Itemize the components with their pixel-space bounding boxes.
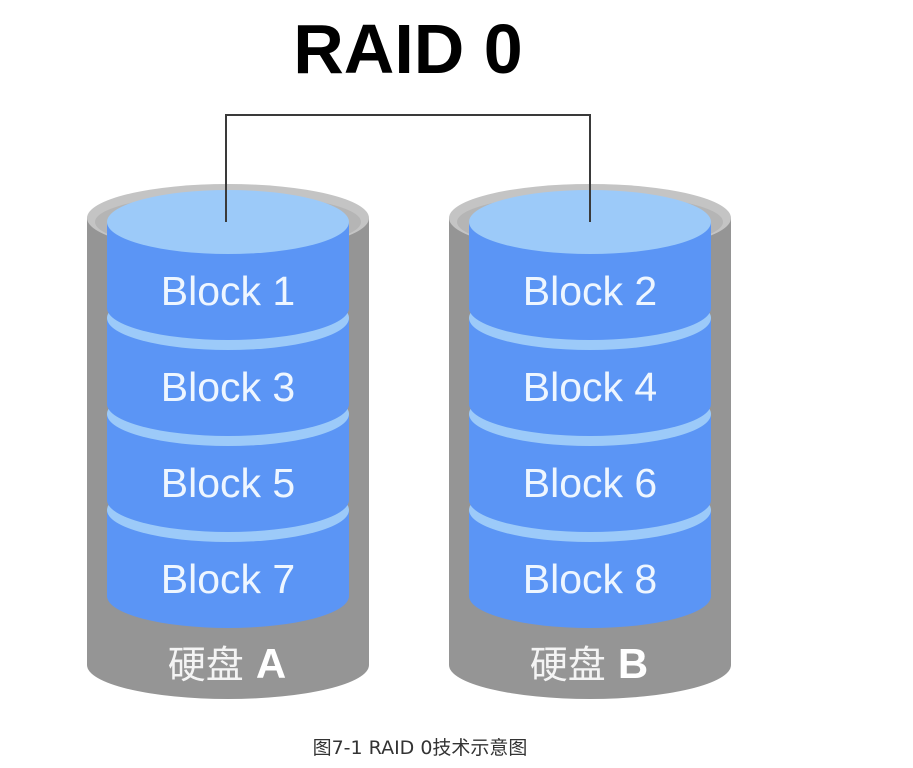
striping-connector-line xyxy=(225,114,591,222)
block-label: Block 4 xyxy=(523,364,657,410)
platter xyxy=(107,190,349,340)
disk-label-letter: A xyxy=(256,640,286,687)
block-label: Block 5 xyxy=(161,460,295,506)
platter-side xyxy=(107,510,349,628)
block-label: Block 2 xyxy=(523,268,657,314)
disk-label-letter: B xyxy=(618,640,648,687)
block-label: Block 8 xyxy=(523,556,657,602)
disk-b: Block 2 Block 4 Block 6 Block 8 硬盘 B xyxy=(449,184,731,699)
disk-label-name: 硬盘 xyxy=(530,643,618,687)
platter-side xyxy=(469,318,711,436)
platter-side xyxy=(107,318,349,436)
platter-side xyxy=(107,222,349,340)
platter-side xyxy=(469,222,711,340)
platter-side xyxy=(469,510,711,628)
disk-a: Block 1 Block 3 Block 5 Block 7 硬盘 A xyxy=(87,184,369,699)
disk-label-name: 硬盘 xyxy=(168,643,256,687)
platter-top xyxy=(107,190,349,254)
block-label: Block 3 xyxy=(161,364,295,410)
block-label: Block 7 xyxy=(161,556,295,602)
block-label: Block 6 xyxy=(523,460,657,506)
disk-label: 硬盘 B xyxy=(530,640,648,687)
diagram-title: RAID 0 xyxy=(293,10,522,88)
block-label: Block 1 xyxy=(161,268,295,314)
disk-label: 硬盘 A xyxy=(168,640,286,687)
platter-side xyxy=(107,414,349,532)
figure-caption: 图7-1 RAID 0技术示意图 xyxy=(312,737,528,759)
platter-side xyxy=(469,414,711,532)
